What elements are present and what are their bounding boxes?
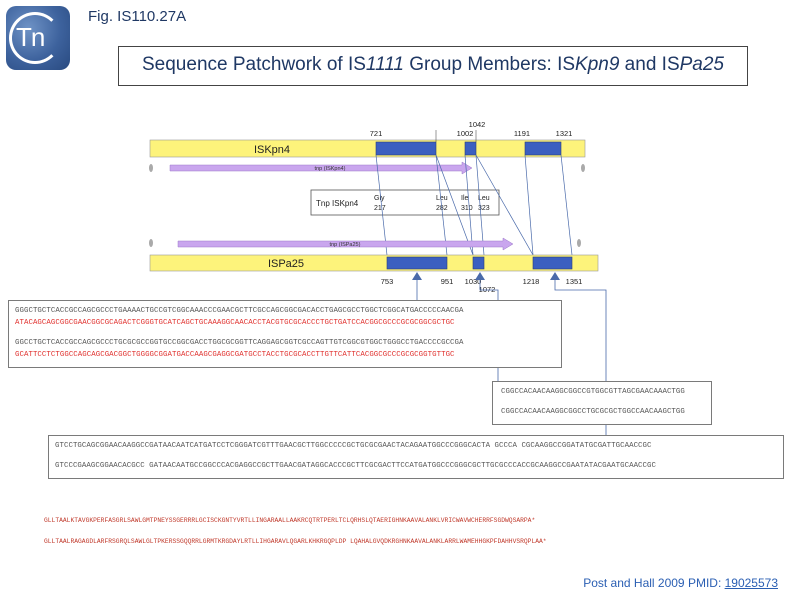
- box1-line-1: GGGCTGCTCACCGCCAGCGCCCTGAAAACTGCCGTCGGCA…: [15, 307, 464, 315]
- box3-line-1: GTCCTGCAGCGGAACAAGGCCGATAACAATCATGATCCTC…: [55, 442, 652, 450]
- figure-label: Fig. IS110.27A: [88, 8, 187, 25]
- residue-gly-pos: 217: [374, 205, 386, 212]
- ispa25-block-1: [386, 256, 448, 270]
- pos-1030: 1030: [465, 277, 482, 286]
- ispa25-tnp-label: tnp (ISPa25): [330, 242, 361, 248]
- residue-leu323-pos: 323: [478, 205, 490, 212]
- iskpn4-label: ISKpn4: [254, 144, 290, 156]
- pos-1191: 1191: [514, 129, 530, 138]
- protein-line-1: GLLTAALKTAVGKPERFASGRLSAWLGMTPNEYSSGERRR…: [44, 517, 536, 524]
- iskpn4-block-3: [524, 141, 562, 156]
- page-title: Sequence Patchwork of IS1111 Group Membe…: [142, 54, 724, 75]
- ispa25-tnp-arrow: [177, 237, 514, 251]
- ispa25-right-end: [577, 239, 581, 247]
- residue-leu323: Leu: [478, 195, 490, 202]
- connector-lines: [375, 154, 573, 256]
- ispa25-block-2: [472, 256, 485, 270]
- iskpn4-tnp-arrow: [169, 161, 473, 175]
- pos-1321: 1321: [556, 129, 573, 138]
- tnp-box-label: Tnp ISKpn4: [316, 199, 359, 208]
- residue-ile: Ile: [461, 195, 469, 202]
- title-box: Sequence Patchwork of IS1111 Group Membe…: [118, 46, 748, 86]
- pos-1002: 1002: [457, 129, 474, 138]
- sequence-box-1: GGGCTGCTCACCGCCAGCGCCCTGAAAACTGCCGTCGGCA…: [8, 300, 562, 368]
- ispa25-label: ISPa25: [268, 258, 304, 270]
- citation: Post and Hall 2009 PMID: 19025573: [583, 576, 778, 590]
- iskpn4-block-2: [464, 141, 477, 156]
- residue-gly: Gly: [374, 195, 385, 202]
- box1-line-2: ATACAGCAGCGGCGAACGGCGCAGACTCGGGTGCATCAGC…: [15, 319, 455, 327]
- iskpn4-bar: [149, 139, 586, 158]
- box2-line-1: CGGCCACAACAAGGCGGCCGTGGCGTTAGCGAACAAACTG…: [501, 388, 685, 396]
- pos-1042: 1042: [469, 120, 486, 129]
- ispa25-left-end: [149, 239, 153, 247]
- pos-1218: 1218: [523, 277, 540, 286]
- iskpn4-block-1: [375, 141, 437, 156]
- ispa25-block-3: [532, 256, 573, 270]
- box1-line-4: GCATTCCTCTGGCCAGCAGCGACGGCTGGGGCGGATGACC…: [15, 351, 455, 359]
- residue-leu282: Leu: [436, 195, 448, 202]
- box2-line-2: CGGCCACAACAAGGCGGCCTGCGCGCTGGCCAACAAGCTG…: [501, 408, 685, 416]
- pos-1072: 1072: [479, 285, 496, 294]
- residue-ile-pos: 310: [461, 205, 473, 212]
- pos-951: 951: [441, 277, 454, 286]
- protein-line-2: GLLTAALRAGAGDLARFRSGRQLSAWLGLTPKERSSGQQR…: [44, 538, 547, 545]
- logo-ring: [9, 12, 61, 64]
- ispa25-bar: [149, 254, 599, 272]
- iskpn4-left-end: [149, 164, 153, 172]
- pos-753: 753: [381, 277, 394, 286]
- pos-721: 721: [370, 129, 383, 138]
- tnp-box: [310, 189, 500, 216]
- logo-text: Tn: [16, 22, 45, 52]
- iskpn4-tnp-label: tnp (ISKpn4): [315, 166, 346, 172]
- box1-line-3: GGCCTGCTCACCGCCAGCGCCCTGCGCGCCGGTGCCGGCG…: [15, 339, 464, 347]
- pos-1351: 1351: [566, 277, 583, 286]
- box3-line-2: GTCCCGAAGCGGAACACGCC GATAACAATGCCGGCCCAC…: [55, 462, 657, 470]
- pmid-link[interactable]: 19025573: [724, 576, 778, 590]
- sequence-box-2: CGGCCACAACAAGGCGGCCGTGGCGTTAGCGAACAAACTG…: [492, 381, 712, 425]
- citation-text: Post and Hall 2009 PMID:: [583, 576, 725, 590]
- sequence-box-3: GTCCTGCAGCGGAACAAGGCCGATAACAATCATGATCCTC…: [48, 435, 784, 479]
- iskpn4-right-end: [581, 164, 585, 172]
